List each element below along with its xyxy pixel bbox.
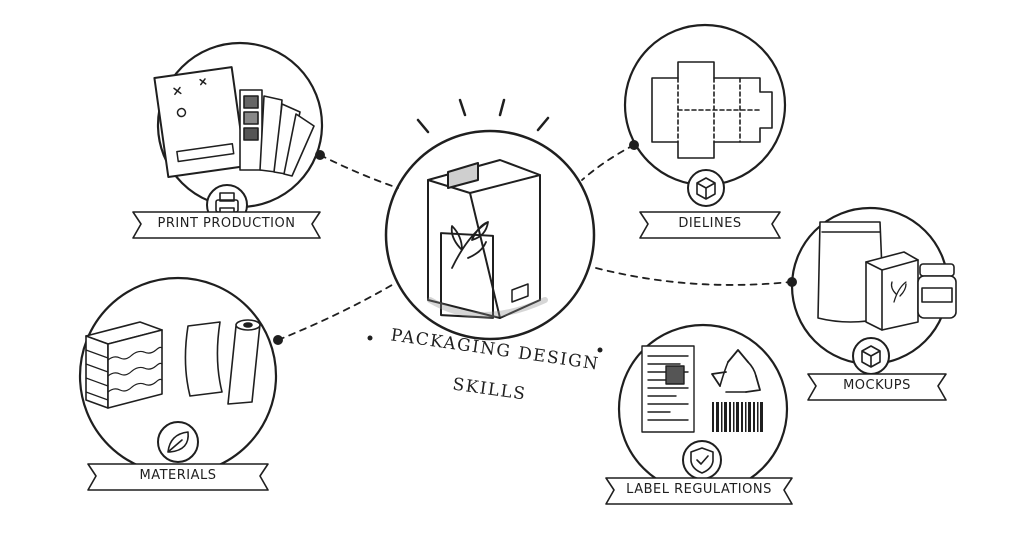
carton-illustration <box>866 252 918 330</box>
label-print-production: PRINT PRODUCTION <box>133 216 320 231</box>
box-illustration <box>428 160 540 318</box>
swatch-fan <box>240 90 314 176</box>
node-dielines <box>625 25 785 238</box>
label-mockups: MOCKUPS <box>808 378 946 393</box>
film-sheet-illustration <box>185 322 222 396</box>
barcode-icon <box>712 402 763 432</box>
node-materials <box>80 278 276 490</box>
connector-dots <box>273 140 797 345</box>
roll-illustration <box>228 320 260 404</box>
recycle-icon <box>712 350 760 392</box>
node-print-production <box>133 43 322 238</box>
node-mockups <box>792 208 956 400</box>
dieline-illustration <box>652 62 772 158</box>
connector-mockups <box>596 268 790 285</box>
nutrition-label <box>642 346 694 432</box>
label-label-regulations: LABEL REGULATIONS <box>606 482 792 497</box>
label-dielines: DIELINES <box>640 216 780 231</box>
center-node <box>386 131 594 339</box>
label-materials: MATERIALS <box>88 468 268 483</box>
node-label-regulations <box>606 325 792 504</box>
corrugated-board-illustration <box>86 322 162 408</box>
jar-illustration <box>918 264 956 318</box>
connector-dielines <box>582 145 634 180</box>
glow-rays <box>418 100 548 132</box>
connector-print <box>320 155 398 188</box>
